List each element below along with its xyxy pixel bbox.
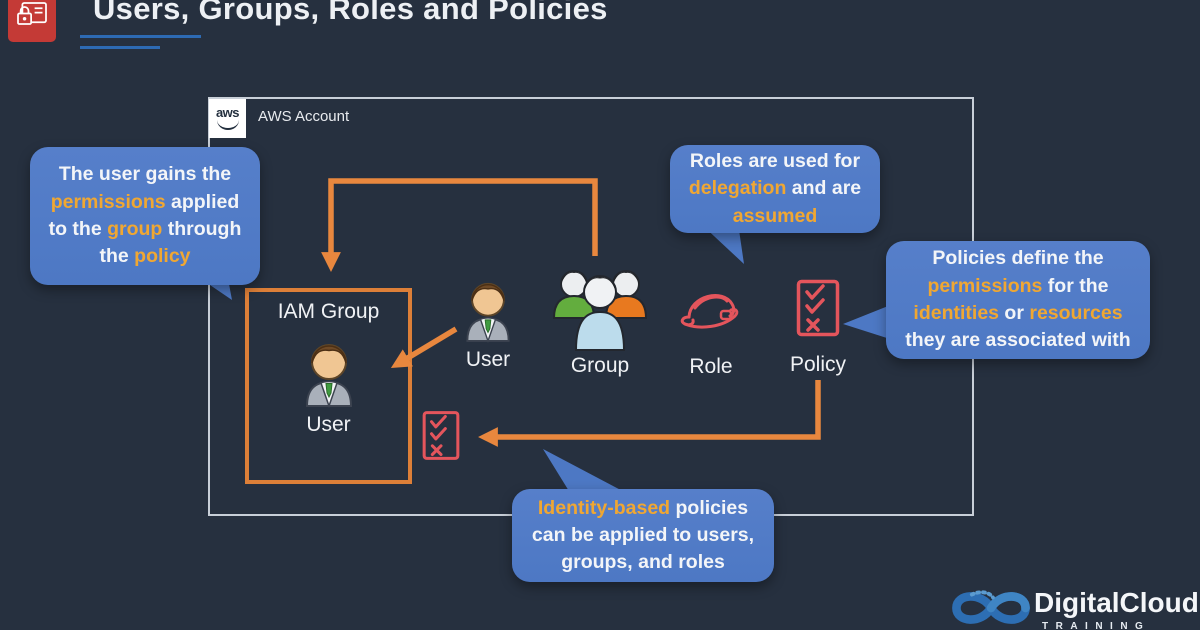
identity-policy-icon <box>422 409 460 467</box>
entity-policy: Policy <box>788 279 848 377</box>
policy-checklist-icon <box>422 411 460 460</box>
user-label: User <box>465 348 511 371</box>
user-icon <box>305 344 352 408</box>
group-label: Group <box>570 354 630 377</box>
callout-user-permissions: The user gains the permissions applied t… <box>30 147 260 285</box>
user-icon <box>466 282 510 343</box>
callout-policies-define: Policies define the permissions for the … <box>886 241 1150 359</box>
iam-group-title: IAM Group <box>277 300 380 323</box>
policy-checklist-icon <box>796 279 840 337</box>
callout-identity-based: Identity-based policies can be applied t… <box>512 489 774 582</box>
iam-group-box: IAM Group User <box>245 288 412 484</box>
role-hardhat-icon <box>680 294 739 329</box>
policy-label: Policy <box>789 353 847 376</box>
infinity-cloud-icon <box>952 590 1030 624</box>
aws-logo-text: aws <box>215 105 240 120</box>
entity-role: Role <box>664 285 758 379</box>
role-label: Role <box>689 355 733 378</box>
title-underline-short <box>80 46 160 49</box>
group-icon <box>552 270 648 351</box>
iam-group-user-label: User <box>306 413 351 436</box>
aws-iam-service-icon <box>8 0 56 42</box>
entity-user: User <box>448 277 528 372</box>
brand-name: DigitalCloud <box>1034 587 1199 618</box>
digitalcloud-logo-icon <box>943 582 1039 630</box>
aws-logo-badge: aws <box>209 99 246 138</box>
entity-group: Group <box>542 262 658 378</box>
brand-tagline: TRAINING <box>1042 621 1151 630</box>
callout-roles-delegation: Roles are used for delegation and are as… <box>670 145 880 233</box>
aws-smile-icon <box>216 120 239 130</box>
id-card-lock-icon <box>17 2 47 25</box>
aws-account-label: AWS Account <box>258 108 350 125</box>
title-underline <box>80 35 201 38</box>
page-title: Users, Groups, Roles and Policies <box>93 0 608 26</box>
